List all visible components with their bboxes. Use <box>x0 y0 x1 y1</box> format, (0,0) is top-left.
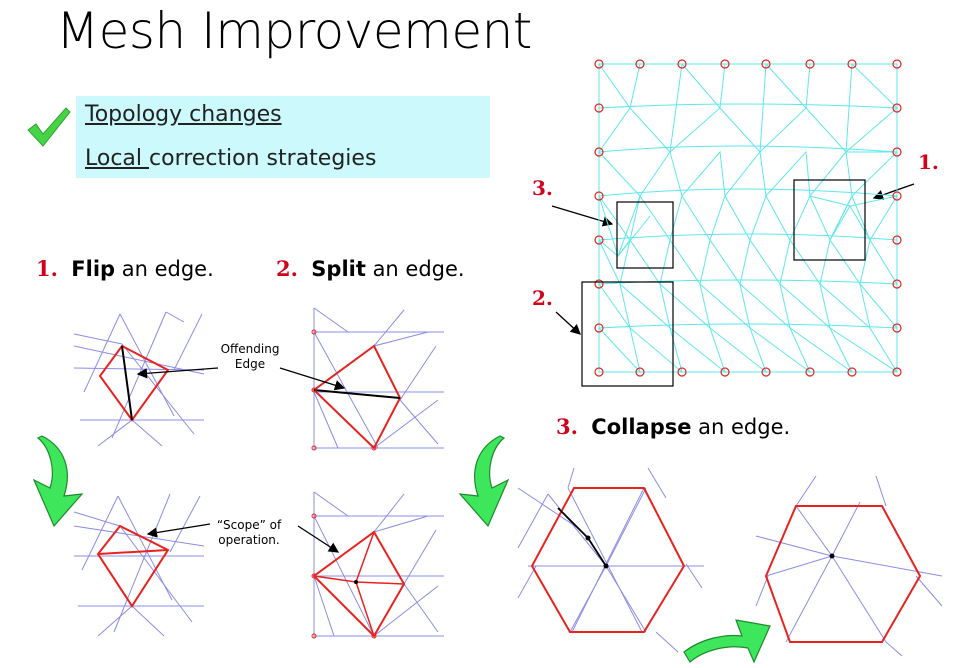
mesh-callout-1: 1. <box>918 150 939 174</box>
page-title: Mesh Improvement <box>56 2 532 60</box>
mesh-diagram <box>581 59 902 387</box>
collapse-before-diagram <box>517 467 704 653</box>
local-link[interactable]: Local <box>85 146 150 171</box>
curved-arrow-icon <box>32 435 84 528</box>
topics-box: Topology changes Local correction strate… <box>76 96 490 178</box>
step-collapse: 3. Collapse an edge. <box>556 414 791 439</box>
region-box-3 <box>616 201 674 269</box>
step-split: 2. Split an edge. <box>276 256 465 281</box>
flip-after-diagram <box>73 493 205 637</box>
curved-arrow-icon <box>458 435 510 528</box>
topology-changes-link[interactable]: Topology changes <box>85 102 282 127</box>
region-box-1 <box>793 179 866 261</box>
flip-before-diagram <box>73 311 205 447</box>
step-flip: 1. Flip an edge. <box>36 256 214 281</box>
region-box-2 <box>581 281 674 387</box>
collapse-after-diagram <box>755 475 943 657</box>
curved-arrow-icon <box>683 619 771 664</box>
check-icon <box>27 107 71 147</box>
local-strategies-text: Local correction strategies <box>85 146 377 171</box>
split-after-diagram <box>311 491 444 639</box>
split-before-diagram <box>311 307 444 451</box>
mesh-callout-3: 3. <box>532 176 553 200</box>
mesh-callout-2: 2. <box>532 286 553 310</box>
